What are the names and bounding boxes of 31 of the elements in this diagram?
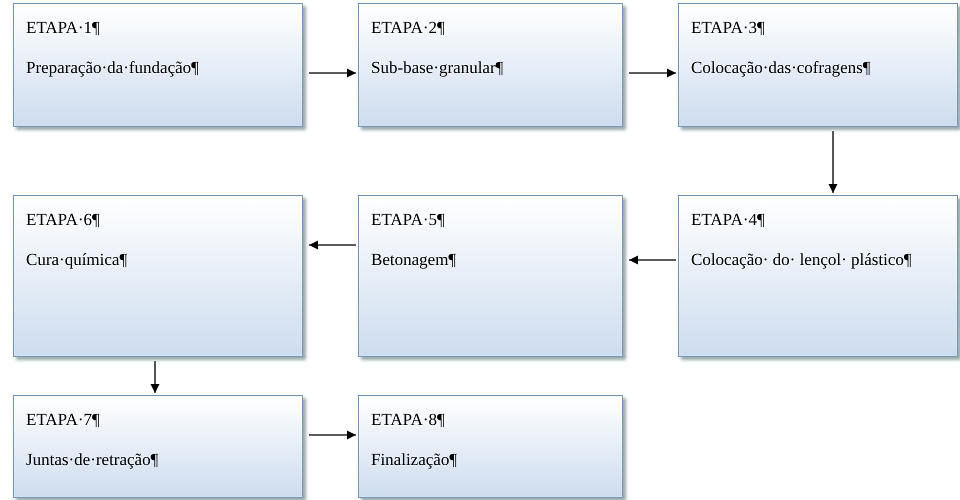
step-heading: ETAPA·4¶ xyxy=(691,210,765,230)
process-box xyxy=(358,395,623,498)
step-heading: ETAPA·8¶ xyxy=(371,410,445,430)
process-box xyxy=(13,3,303,127)
arrow xyxy=(828,131,838,193)
step-description: Sub-base·granular¶ xyxy=(371,58,504,78)
process-box xyxy=(358,195,623,357)
step-description: Juntas·de·retração¶ xyxy=(26,450,160,470)
process-box xyxy=(678,3,958,127)
process-box xyxy=(678,195,958,357)
step-description: Cura·química¶ xyxy=(26,250,128,270)
step-heading: ETAPA·5¶ xyxy=(371,210,445,230)
step-description: Betonagem¶ xyxy=(371,250,458,270)
arrow xyxy=(150,361,160,393)
arrow xyxy=(629,68,676,78)
arrow xyxy=(309,68,356,78)
arrow xyxy=(309,240,356,250)
step-heading: ETAPA·7¶ xyxy=(26,410,100,430)
step-heading: ETAPA·1¶ xyxy=(26,18,100,38)
step-description: Preparação·da·fundação¶ xyxy=(26,58,200,78)
process-box xyxy=(358,3,623,127)
step-heading: ETAPA·6¶ xyxy=(26,210,100,230)
process-box xyxy=(13,195,303,357)
step-description: Colocação· do· lençol· plástico¶ xyxy=(691,250,913,270)
step-description: Finalização¶ xyxy=(371,450,458,470)
process-box xyxy=(13,395,303,498)
arrow xyxy=(629,256,676,264)
step-description: Colocação·das·cofragens¶ xyxy=(691,58,872,78)
step-heading: ETAPA·2¶ xyxy=(371,18,445,38)
arrow xyxy=(309,430,356,440)
step-heading: ETAPA·3¶ xyxy=(691,18,765,38)
